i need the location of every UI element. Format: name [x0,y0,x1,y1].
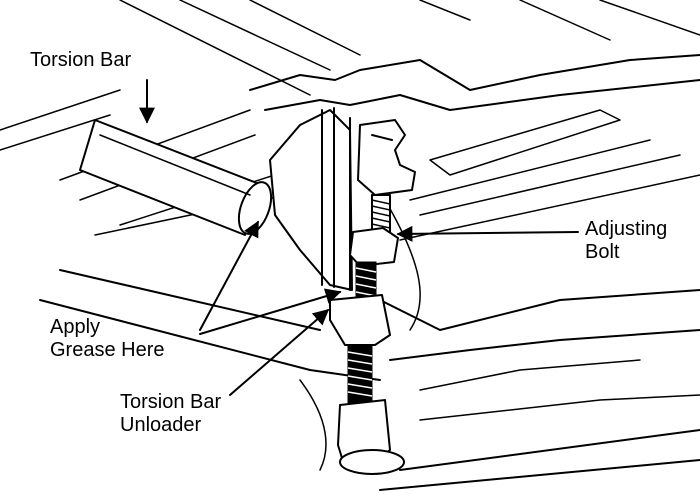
apply-grease-label-line2: Grease Here [50,339,165,361]
anchor-bracket [269,107,353,291]
labels: Torsion Bar Adjusting Bolt Apply Grease … [30,49,667,436]
adjusting-bolt-label-line1: Adjusting [585,218,667,240]
unloader-label-line1: Torsion Bar [120,391,221,413]
grease-arrow-1 [199,220,259,331]
adjusting-bolt-label-line2: Bolt [585,241,620,263]
apply-grease-label-line1: Apply [50,316,100,338]
torsion-bar-label: Torsion Bar [30,49,131,71]
adjusting-bolt-arrow [396,225,579,242]
unloader-tool [329,119,416,475]
leader-lines [139,79,579,396]
grease-arrow-2 [199,288,342,335]
unloader-arrow [229,308,330,396]
unloader-label-line2: Unloader [120,414,202,436]
